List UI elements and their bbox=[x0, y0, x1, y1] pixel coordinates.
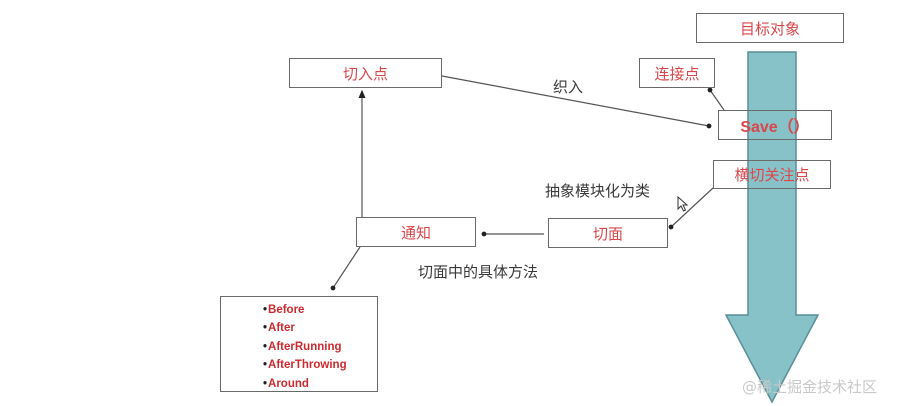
mouse-cursor-icon bbox=[677, 196, 689, 212]
watermark: @稀土掘金技术社区 bbox=[742, 378, 878, 396]
advice-types-list: Before After AfterRunning AfterThrowing … bbox=[220, 296, 378, 392]
advice-type-after-throwing: AfterThrowing bbox=[263, 356, 377, 374]
crosscutting-concern-node: 横切关注点 bbox=[713, 160, 831, 189]
advice-type-after-running: AfterRunning bbox=[263, 338, 377, 356]
advice-type-before: Before bbox=[263, 301, 377, 319]
target-object-label: 目标对象 bbox=[739, 19, 800, 38]
target-object-node: 目标对象 bbox=[696, 13, 844, 43]
crosscutting-concern-label: 横切关注点 bbox=[734, 166, 810, 184]
aspect-node: 切面 bbox=[548, 218, 668, 248]
advice-label: 通知 bbox=[400, 223, 431, 242]
join-point-label: 连接点 bbox=[654, 64, 700, 83]
aspect-methods-label: 切面中的具体方法 bbox=[418, 263, 539, 281]
advice-type-around: Around bbox=[263, 375, 377, 393]
abstract-modularize-label: 抽象模块化为类 bbox=[545, 182, 651, 200]
weaving-label: 织入 bbox=[553, 78, 584, 96]
aspect-label: 切面 bbox=[592, 224, 623, 243]
save-method-label: Save（） bbox=[740, 119, 810, 136]
pointcut-label: 切入点 bbox=[342, 64, 388, 83]
pointcut-node: 切入点 bbox=[289, 58, 442, 88]
advice-type-after: After bbox=[263, 319, 377, 337]
save-method-node: Save（） bbox=[718, 110, 832, 140]
advice-node: 通知 bbox=[356, 217, 476, 247]
join-point-node: 连接点 bbox=[639, 58, 715, 88]
